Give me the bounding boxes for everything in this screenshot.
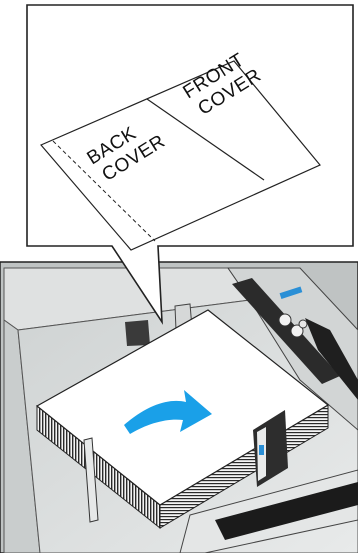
feed-roller-1 [279,314,291,326]
bracket-blue-mark [259,445,264,455]
left-corner-guide [125,320,150,346]
feed-roller-3 [299,320,307,328]
paper-tray [0,262,358,553]
